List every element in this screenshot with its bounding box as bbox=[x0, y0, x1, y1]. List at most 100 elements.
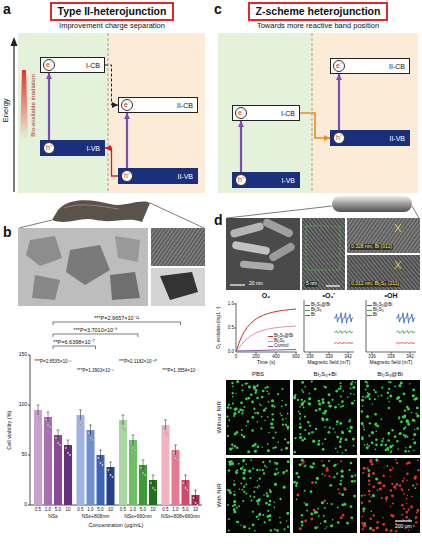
text-label: 600 bbox=[292, 354, 300, 359]
cell-dot bbox=[416, 414, 419, 417]
text-label: 342 bbox=[406, 354, 414, 359]
cell-dot bbox=[236, 471, 238, 473]
cell-dot bbox=[269, 460, 271, 462]
cell-dot bbox=[326, 526, 327, 527]
band-region bbox=[218, 33, 312, 193]
cell-dot bbox=[405, 437, 407, 439]
cell-dot bbox=[285, 404, 287, 406]
cell-dot bbox=[385, 449, 387, 451]
data-point bbox=[167, 434, 169, 436]
cell-dot bbox=[328, 405, 331, 408]
cell-dot bbox=[340, 437, 343, 440]
cell-dot bbox=[322, 443, 324, 445]
o2-plot bbox=[234, 304, 296, 354]
text-label: Bi₂S₃@Bi bbox=[377, 371, 403, 378]
cell-dot bbox=[258, 518, 260, 520]
cell-dot bbox=[268, 503, 271, 506]
cell-dot bbox=[232, 402, 234, 404]
cell-dot bbox=[408, 489, 410, 491]
esr-plot bbox=[304, 300, 354, 352]
cell-dot bbox=[337, 488, 339, 490]
text-label: NSs bbox=[48, 514, 57, 520]
bar bbox=[34, 410, 42, 505]
cell-dot bbox=[275, 432, 277, 434]
cell-dot bbox=[299, 406, 301, 408]
cell-dot bbox=[245, 382, 247, 384]
cell-dot bbox=[267, 443, 269, 445]
cell-dot bbox=[238, 463, 240, 465]
connector bbox=[300, 113, 330, 138]
cell-dot bbox=[324, 520, 327, 523]
cell-dot bbox=[392, 467, 394, 469]
data-point bbox=[49, 426, 51, 428]
data-point bbox=[152, 487, 154, 489]
cell-dot bbox=[366, 415, 369, 418]
connector bbox=[105, 148, 118, 176]
cell-dot bbox=[233, 483, 236, 486]
cell-dot bbox=[270, 427, 272, 429]
cell-dot bbox=[257, 445, 260, 448]
nanorod-tem bbox=[226, 218, 420, 290]
cell-dot bbox=[236, 380, 239, 383]
cell-dot bbox=[341, 493, 344, 496]
cell-dot bbox=[251, 429, 254, 432]
error-bar bbox=[184, 475, 187, 485]
cell-dot bbox=[241, 434, 243, 436]
cell-dot bbox=[328, 431, 331, 434]
cell-dot bbox=[375, 438, 378, 441]
cell-dot bbox=[231, 382, 233, 384]
cell-dot bbox=[318, 440, 320, 442]
error-bar bbox=[79, 410, 82, 420]
cell-dot bbox=[406, 503, 408, 505]
cell-dot bbox=[233, 500, 236, 503]
cell-dot bbox=[375, 448, 377, 450]
cell-dot bbox=[274, 462, 276, 464]
fluorescence-image bbox=[360, 380, 420, 455]
cell-dot bbox=[369, 422, 371, 424]
node-text: I-VB bbox=[86, 145, 100, 152]
cell-dot bbox=[262, 390, 265, 393]
cell-dot bbox=[385, 496, 388, 499]
cell-dot bbox=[348, 469, 350, 471]
cell-dot bbox=[265, 502, 268, 505]
cell-dot bbox=[271, 399, 274, 402]
cell-dot bbox=[403, 427, 405, 429]
cell-dot bbox=[242, 409, 244, 411]
data-point bbox=[177, 459, 179, 461]
fluorescence-image bbox=[293, 380, 357, 455]
error-bar bbox=[142, 460, 145, 470]
cell-dot bbox=[368, 490, 370, 492]
cell-dot bbox=[342, 405, 344, 407]
nanorod-tem bbox=[240, 261, 274, 271]
cell-dot bbox=[311, 380, 313, 382]
cell-dot bbox=[411, 496, 413, 498]
cell-dot bbox=[397, 462, 398, 463]
node-text: I-CB bbox=[86, 62, 100, 69]
text-label: 100 bbox=[19, 402, 27, 408]
cell-dot bbox=[301, 521, 304, 524]
cell-dot bbox=[395, 483, 398, 486]
cell-dot bbox=[340, 396, 342, 398]
cell-dot bbox=[376, 527, 379, 530]
cell-dot bbox=[366, 446, 369, 449]
text-label: •O₂⁻ bbox=[322, 292, 335, 300]
cell-dot bbox=[411, 412, 413, 414]
cell-dot bbox=[391, 483, 393, 485]
cell-dot bbox=[371, 496, 372, 497]
legend-line bbox=[367, 315, 372, 316]
connector bbox=[338, 74, 340, 130]
cell-dot bbox=[271, 404, 274, 407]
cell-dot bbox=[233, 412, 236, 415]
nanosheet-tem bbox=[160, 272, 198, 300]
cell-dot bbox=[249, 495, 251, 497]
band-region bbox=[312, 33, 418, 193]
fluorescence-image bbox=[226, 458, 290, 533]
cell-dot bbox=[303, 502, 304, 503]
cell-dot bbox=[276, 468, 278, 470]
cell-dot bbox=[324, 426, 326, 428]
cell-dot bbox=[403, 508, 405, 510]
node-text: Type II-heterojunction bbox=[58, 5, 167, 17]
legend-text: Bi bbox=[311, 312, 315, 317]
cell-dot bbox=[332, 428, 334, 430]
text-label: ***P=2.6535×10⁻⁵ bbox=[35, 359, 72, 364]
